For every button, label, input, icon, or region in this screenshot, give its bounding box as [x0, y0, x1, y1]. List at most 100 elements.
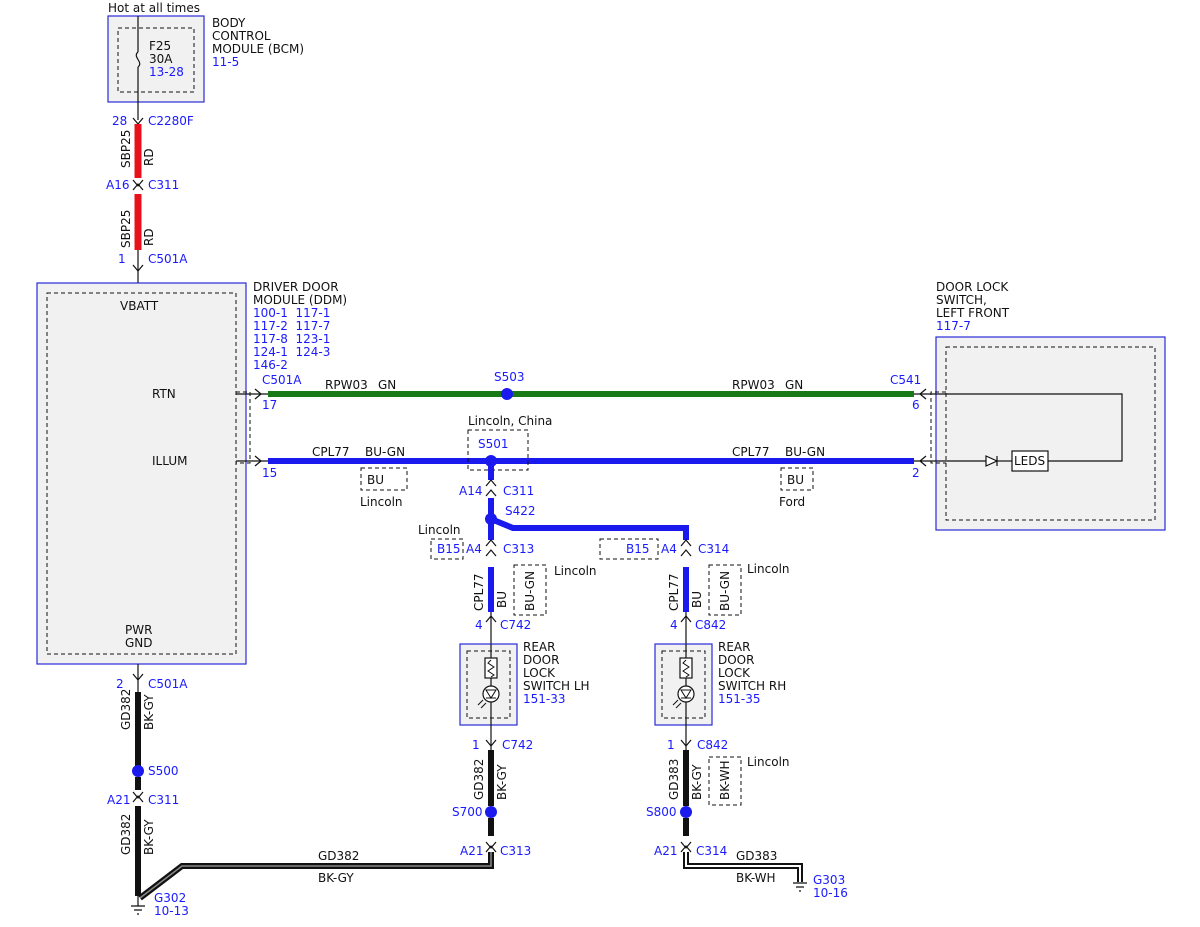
- left-lincoln-top: Lincoln: [418, 523, 461, 537]
- ddm-pwr-label: PWR: [125, 623, 152, 637]
- fuse-icon: [135, 51, 141, 68]
- gd382-horiz-color: BK-GY: [318, 871, 354, 885]
- right-bugn-color: BU-GN: [718, 571, 732, 611]
- right-switch-name-3: LOCK: [718, 666, 751, 680]
- right-bugn-box: [708, 564, 742, 616]
- left-c742b-connector-icon: [485, 739, 497, 747]
- g302-ref: 10-13: [154, 904, 189, 918]
- bu-ford-label: Ford: [779, 495, 805, 509]
- ddm-module-box: [36, 282, 247, 665]
- splice-s500-dot: [132, 765, 144, 777]
- dls-name-line2: SWITCH,: [936, 293, 987, 307]
- dls-ref: 117-7: [936, 319, 971, 333]
- right-bu-color: BU: [690, 591, 704, 608]
- left-switch-name-2: DOOR: [523, 653, 559, 667]
- bcm-ref: 11-5: [212, 55, 239, 69]
- right-c842-label: C842: [695, 618, 726, 632]
- right-switch-name-1: REAR: [718, 640, 750, 654]
- s501-option-box: [467, 429, 529, 471]
- right-c842b-pin: 1: [667, 738, 675, 752]
- right-b15-label: B15: [626, 542, 650, 556]
- right-gd383-color: BK-GY: [690, 764, 704, 800]
- left-switch-name-3: LOCK: [523, 666, 556, 680]
- g302-label: G302: [154, 891, 186, 905]
- right-switch-name-2: DOOR: [718, 653, 754, 667]
- c541-pin-illum: 2: [912, 466, 920, 480]
- c311-gnd-connector-icon: [132, 791, 144, 803]
- c501a-rtn-pin: 17: [262, 398, 277, 412]
- dls-internal-wiring: [914, 393, 1123, 462]
- right-gd383-horiz-circuit: GD383: [736, 849, 777, 863]
- c311-gnd-pin: A21: [107, 793, 130, 807]
- ddm-vbatt-label: VBATT: [120, 299, 159, 313]
- c311-mid-label: C311: [503, 484, 534, 498]
- right-switch-lamp-icon: [677, 685, 695, 703]
- left-switch-name-4: SWITCH LH: [523, 679, 590, 693]
- right-bkwh-lincoln: Lincoln: [747, 755, 790, 769]
- gd382-circuit-lower: GD382: [119, 814, 133, 855]
- left-c313-connector-icon: [485, 539, 497, 557]
- c501a-gnd-label: C501A: [148, 677, 188, 691]
- bu-lincoln-label: Lincoln: [360, 495, 403, 509]
- ddm-ref-3: 117-8 123-1: [253, 332, 330, 346]
- c501a-rtn-label: C501A: [262, 373, 302, 387]
- dls-connector-outline: [930, 391, 946, 464]
- splice-s700-dot: [485, 806, 497, 818]
- bcm-name-line2: CONTROL: [212, 29, 271, 43]
- left-a4-pin: A4: [466, 542, 482, 556]
- right-c842b-label: C842: [697, 738, 728, 752]
- splice-s500-label: S500: [148, 764, 179, 778]
- splice-s503-label: S503: [494, 370, 525, 384]
- connector-c311-mid-icon: [485, 479, 497, 497]
- bcm-fuse-box: [117, 27, 195, 93]
- bu-lincoln-box: [360, 467, 408, 491]
- right-b15-box: [599, 538, 659, 560]
- g303-ground-icon: [793, 882, 807, 892]
- c311-top-label: C311: [148, 178, 179, 192]
- c2280f-label: C2280F: [148, 114, 194, 128]
- c501a-gnd-pin: 2: [116, 677, 124, 691]
- left-switch-resistor-icon: [484, 657, 498, 679]
- right-c314b-pin: A21: [654, 844, 677, 858]
- connector-c311-top-icon: [132, 179, 144, 191]
- right-switch-name-4: SWITCH RH: [718, 679, 786, 693]
- right-switch-lamp-diode: [680, 689, 692, 699]
- fuse-name: F25: [149, 39, 171, 53]
- dls-name-line1: DOOR LOCK: [936, 280, 1009, 294]
- cpl77-color-right: BU-GN: [785, 445, 825, 459]
- bu-ford-box: [780, 467, 814, 491]
- rpw03-circuit-right: RPW03: [732, 378, 775, 392]
- cpl77-circuit-right: CPL77: [732, 445, 770, 459]
- left-c742-pin: 4: [475, 618, 483, 632]
- rtn-connector-icon: [254, 388, 262, 400]
- right-bugn-lincoln: Lincoln: [747, 562, 790, 576]
- leds-box: [1011, 450, 1049, 472]
- gd382-color-lower: BK-GY: [142, 819, 156, 855]
- rpw03-circuit-left: RPW03: [325, 378, 368, 392]
- right-cpl77-circuit: CPL77: [667, 573, 681, 611]
- dls-inner-box: [945, 346, 1156, 521]
- right-c314b-connector-icon: [680, 841, 692, 853]
- ddm-illum-label: ILLUM: [152, 454, 187, 468]
- right-c314-label: C314: [698, 542, 729, 556]
- right-a4-pin: A4: [661, 542, 677, 556]
- rpw03-color-left: GN: [378, 378, 396, 392]
- left-switch-box: [459, 643, 518, 726]
- c311-mid-pin: A14: [459, 484, 482, 498]
- ddm-ref-4: 124-1 124-3: [253, 345, 330, 359]
- left-c313b-label: C313: [500, 844, 531, 858]
- left-switch-lamp-icon: [482, 685, 500, 703]
- left-c313-label: C313: [503, 542, 534, 556]
- c2280f-pin: 28: [112, 114, 127, 128]
- blue-wire-branch-right: [489, 516, 689, 540]
- gd382-circuit-upper: GD382: [119, 689, 133, 730]
- bu-ford-code: BU: [787, 473, 804, 487]
- hot-at-all-times-label: Hot at all times: [108, 1, 200, 15]
- gd382-return-wire-inner: [139, 852, 492, 899]
- left-bugn-box: [513, 564, 547, 616]
- leds-label: LEDS: [1014, 454, 1045, 468]
- right-switch-resistor-icon: [679, 657, 693, 679]
- left-bugn-color: BU-GN: [523, 571, 537, 611]
- left-cpl77-circuit: CPL77: [472, 573, 486, 611]
- ddm-name-line2: MODULE (DDM): [253, 293, 347, 307]
